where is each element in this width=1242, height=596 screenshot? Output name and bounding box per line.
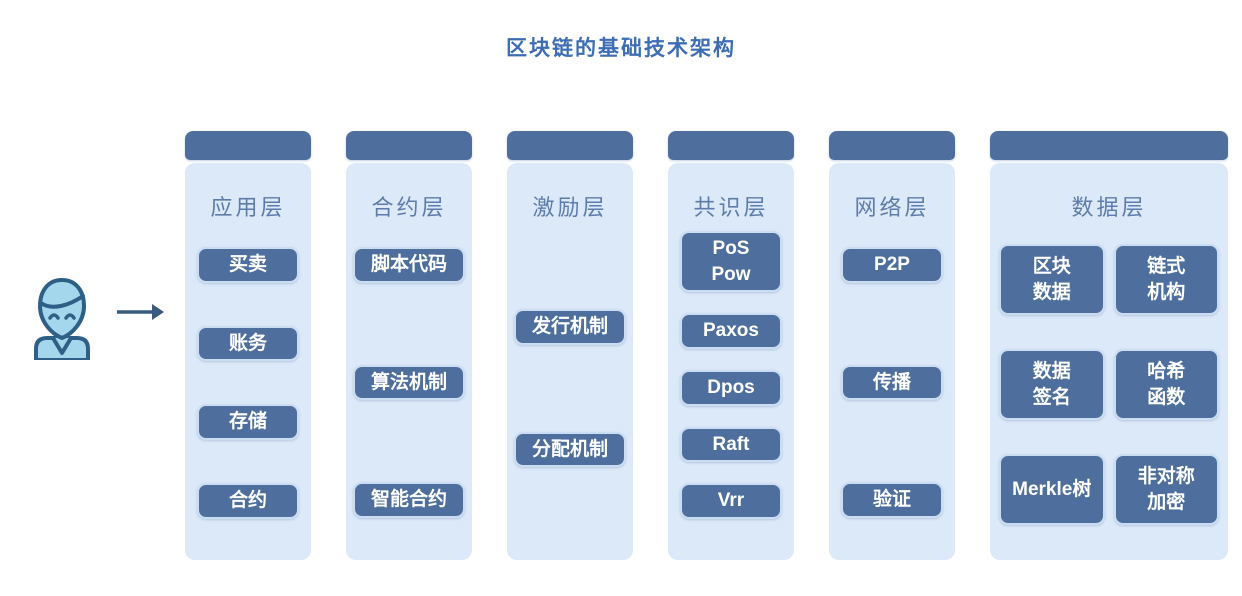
- layer-body: 应用层 买卖账务存储合约: [185, 163, 311, 560]
- layer-column-contract: 合约层 脚本代码算法机制智能合约: [346, 131, 472, 560]
- person-icon: [34, 278, 90, 360]
- layer-body: 激励层 发行机制分配机制: [507, 163, 633, 560]
- layer-item-box: 非对称 加密: [1113, 454, 1219, 525]
- layer-item-box: 传播: [841, 364, 943, 401]
- layer-label: 合约层: [371, 195, 447, 220]
- layer-item-box: Vrr: [680, 483, 782, 519]
- layer-item-box: 买卖: [197, 247, 299, 283]
- layer-item-box: Merkle树: [999, 454, 1105, 525]
- actor: [30, 276, 164, 360]
- layer-header-bar: [668, 131, 794, 160]
- layer-item-box: 智能合约: [353, 482, 465, 518]
- right-arrow-icon: [117, 304, 164, 320]
- layers-row: 应用层 买卖账务存储合约 合约层 脚本代码算法机制智能合约 激励层 发行机制分配…: [185, 131, 1228, 560]
- layer-item-box: P2P: [841, 247, 943, 283]
- layer-header-bar: [185, 131, 311, 160]
- layer-body: 合约层 脚本代码算法机制智能合约: [346, 163, 472, 560]
- layer-body: 网络层 P2P 传播验证: [829, 163, 955, 560]
- layer-label: 数据层: [1071, 195, 1147, 220]
- layer-label: 激励层: [532, 195, 608, 220]
- layer-item-box: 合约: [197, 482, 299, 519]
- layer-header-bar: [990, 131, 1228, 160]
- layer-item-box: 数据 签名: [999, 349, 1105, 420]
- layer-item-box: 账务: [197, 325, 299, 362]
- layer-item-box: PoS Pow: [680, 231, 782, 293]
- layer-item-box: Raft: [680, 426, 782, 463]
- layer-items: 脚本代码算法机制智能合约: [346, 247, 472, 518]
- layer-header-bar: [507, 131, 633, 160]
- layer-items: 发行机制分配机制: [507, 309, 633, 468]
- layer-items: P2P 传播验证: [829, 247, 955, 518]
- layer-column-network: 网络层 P2P 传播验证: [829, 131, 955, 560]
- layer-item-box: 脚本代码: [353, 247, 465, 283]
- layer-item-box: 分配机制: [514, 431, 626, 468]
- layer-item-box: 算法机制: [353, 364, 465, 401]
- layer-header-bar: [829, 131, 955, 160]
- layer-column-application: 应用层 买卖账务存储合约: [185, 131, 311, 560]
- layer-header-bar: [346, 131, 472, 160]
- layer-item-box: 链式 机构: [1113, 244, 1219, 315]
- layer-items: 买卖账务存储合约: [185, 247, 311, 519]
- layer-item-box: Paxos: [680, 313, 782, 349]
- layer-item-box: 存储: [197, 404, 299, 440]
- layer-item-box: 区块 数据: [999, 244, 1105, 315]
- layer-label: 应用层: [210, 195, 286, 220]
- layer-label: 网络层: [854, 195, 930, 220]
- layer-item-box: 验证: [841, 482, 943, 518]
- diagram-title: 区块链的基础技术架构: [506, 37, 736, 60]
- layer-column-incentive: 激励层 发行机制分配机制: [507, 131, 633, 560]
- layer-item-box: 发行机制: [514, 309, 626, 345]
- layer-item-box: 哈希 函数: [1113, 349, 1219, 420]
- layer-item-box: Dpos: [680, 369, 782, 406]
- layer-label: 共识层: [693, 195, 769, 220]
